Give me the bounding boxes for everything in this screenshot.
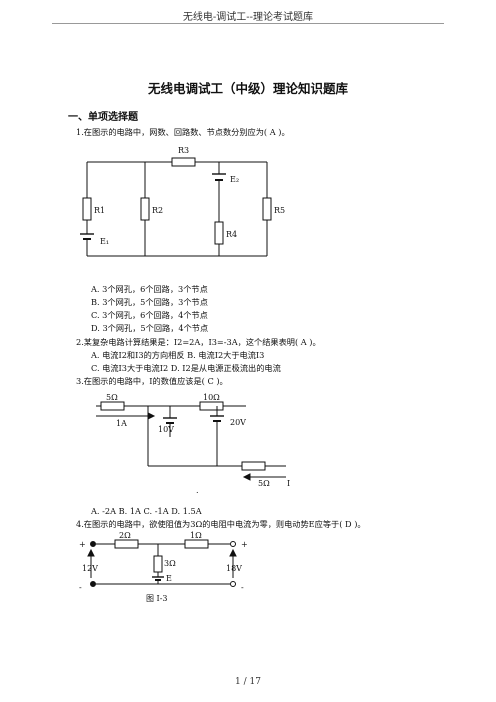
q1-option-b: B. 3个网孔，5个回路，3个节点 [91, 297, 208, 307]
plus-left: + [79, 540, 86, 549]
question-2-stem: 2.某复杂电路计算结果是：I2=2A，I3=-3A，这个结果表明( A )。 [76, 337, 321, 347]
question-3-stem: 3.在图示的电路中，I的数值应该是( C )。 [76, 376, 228, 386]
page-header: 无线电-调试工--理论考试题库 [182, 12, 314, 23]
label-1ohm: 1Ω [190, 531, 202, 540]
stray-dot: . [196, 486, 199, 495]
q2-options-row-1: A. 电流I2和I3的方向相反 B. 电流I2大于电流I3 [91, 350, 265, 360]
label-12v: 12V [82, 564, 98, 573]
label-r2: R2 [152, 206, 163, 215]
label-e1: E₁ [100, 237, 109, 246]
label-e2: E₂ [230, 175, 239, 184]
label-i: I [287, 479, 290, 488]
question-4-stem: 4.在图示的电路中，欲使阻值为3Ω的电阻中电流为零，则电动势E应等于( D )。 [76, 519, 366, 529]
label-2ohm: 2Ω [119, 531, 131, 540]
q1-option-d: D. 3个网孔，5个回路，4个节点 [91, 323, 209, 333]
q2-options-row-2: C. 电流I3大于电流I2 D. I2是从电源正极流出的电流 [91, 363, 281, 373]
label-3ohm: 3Ω [164, 559, 176, 568]
label-r3: R3 [178, 146, 189, 155]
label-r1: R1 [94, 206, 105, 215]
document-title: 无线电调试工（中级）理论知识题库 [147, 81, 348, 96]
minus-left: - [79, 583, 82, 592]
page-number: 1 / 17 [235, 677, 261, 687]
q1-option-a: A. 3个网孔，6个回路，3个节点 [91, 284, 208, 294]
label-e: E [166, 574, 172, 583]
label-r5: R5 [274, 206, 285, 215]
section-heading: 一、单项选择题 [68, 112, 138, 123]
label-18v: 18V [226, 564, 242, 573]
question-1-stem: 1.在图示的电路中，网数、回路数、节点数分别应为( A )。 [76, 127, 290, 137]
label-5ohm-top: 5Ω [106, 393, 118, 402]
header-divider [52, 23, 444, 24]
figure-caption: 图 I-3 [146, 594, 168, 603]
label-1a: 1A [116, 419, 127, 428]
q3-options: A. -2A B. 1A C. -1A D. 1.5A [91, 506, 202, 516]
minus-right: - [241, 583, 244, 592]
label-20v: 20V [230, 418, 246, 427]
plus-right: + [241, 540, 248, 549]
label-r4: R4 [226, 230, 237, 239]
q1-option-c: C. 3个网孔，6个回路，4个节点 [91, 310, 208, 320]
label-10v: 10V [158, 425, 174, 434]
label-10ohm: 10Ω [203, 393, 220, 402]
label-5ohm-bottom: 5Ω [258, 479, 270, 488]
